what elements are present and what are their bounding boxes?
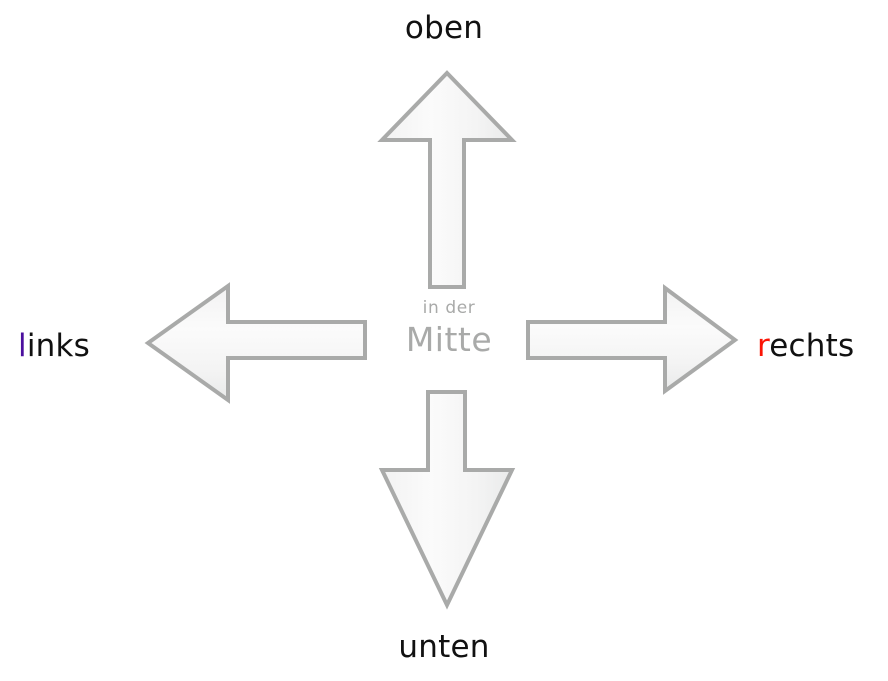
- label-unten-text: unten: [398, 629, 490, 665]
- arrow-down-icon: [382, 392, 512, 605]
- arrow-left-icon: [148, 286, 365, 400]
- label-center: in der Mitte: [374, 298, 524, 359]
- label-rechts-rest: echts: [769, 328, 855, 364]
- label-rechts: rechts: [757, 331, 854, 362]
- label-rechts-initial: r: [757, 328, 770, 364]
- label-unten: unten: [0, 632, 888, 663]
- label-center-line-1: in der: [422, 298, 476, 318]
- label-links-initial: l: [18, 328, 27, 364]
- label-links-rest: inks: [26, 328, 90, 364]
- label-center-line-2: Mitte: [405, 320, 493, 359]
- arrow-right-icon: [528, 288, 735, 391]
- label-links: links: [18, 331, 90, 362]
- label-oben-text: oben: [404, 10, 484, 46]
- arrow-up-icon: [382, 73, 512, 287]
- label-oben: oben: [0, 13, 888, 44]
